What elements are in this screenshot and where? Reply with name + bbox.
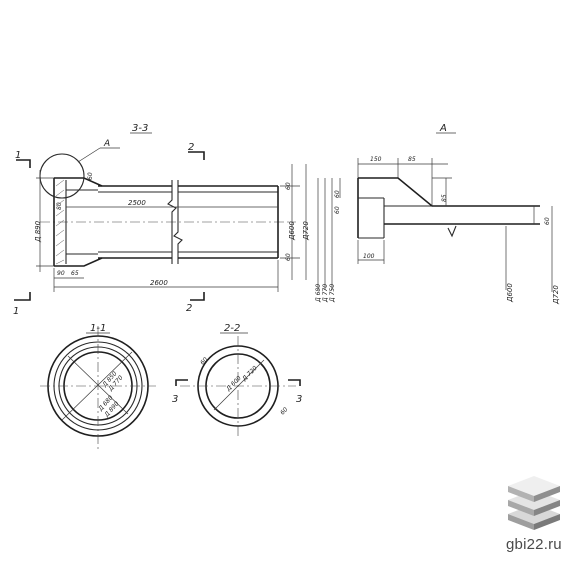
cut-2-top-marker [188, 151, 205, 160]
socket-bottom-outer [54, 257, 103, 267]
detail-dim-60-left-a: 60 [334, 190, 341, 198]
dim-stack-label-2: Д 770 [322, 284, 329, 303]
dim-stack-label-1: Д 680 [315, 284, 322, 303]
detail-dim-100: 100 [363, 253, 375, 260]
detail-dim-60-right: 60 [544, 217, 551, 225]
detail-dim-85-right: 85 [441, 194, 448, 202]
dim-600-label: Д600 [288, 221, 296, 241]
section-2-2-wall-bottom: 60 [279, 406, 289, 416]
section-2-2-title: 2-2 [224, 323, 240, 334]
detail-a-leader [77, 147, 101, 163]
cut-1-top-marker [16, 159, 31, 168]
cut-3-right-label: 3 [296, 394, 302, 405]
dim-socket-wall-label: 80 [56, 202, 63, 210]
break-line-left [167, 180, 177, 264]
cut-2-bottom-marker [190, 292, 205, 301]
section-3-3-title: 3-3 [132, 123, 148, 134]
stacked-slabs-icon [508, 476, 560, 530]
watermark-text[interactable]: gbi22.ru [506, 536, 562, 553]
cut-3-left-marker [175, 379, 188, 386]
cut-3-right-marker [288, 379, 301, 386]
socket-hatching [55, 179, 65, 265]
cut-2-bottom-label: 2 [186, 303, 192, 314]
dim-stack-label-3: Д 750 [329, 284, 336, 303]
cut-1-bottom-label: 1 [13, 306, 19, 317]
detail-dim-60-left-b: 60 [334, 206, 341, 214]
dim-wall-bottom-label: 60 [285, 253, 292, 261]
dim-flange-label: 60 [87, 172, 94, 180]
section-2-2-label-2: Д 720 [240, 365, 259, 384]
section-3-3-view: 3-3 1 1 2 2 [13, 123, 336, 317]
detail-dim-85-top: 85 [408, 156, 416, 163]
detail-a-view: А 150 85 85 60 60 60 100 Д6 [334, 123, 560, 305]
detail-dim-600: Д600 [506, 283, 514, 303]
dim-socket-90-label: 90 [57, 270, 65, 277]
section-2-2-wall-top: 60 [199, 356, 209, 366]
cut-1-top-label: 1 [15, 150, 21, 161]
section-2-2-view: 2-2 Д 600 Д 720 60 60 3 3 [172, 323, 302, 438]
detail-dim-720: Д720 [552, 285, 560, 305]
detail-profile-outer [358, 177, 540, 207]
dim-socket-65-label: 65 [71, 270, 79, 277]
cut-1-bottom-marker [14, 292, 31, 301]
detail-a-title: А [439, 123, 447, 134]
section-1-1-diam-leader-b [67, 355, 129, 415]
dim-2500-label: 2500 [128, 199, 146, 207]
cut-3-left-label: 3 [172, 394, 178, 405]
dim-890-label: Д 890 [34, 220, 42, 243]
detail-a-callout-label: A [103, 139, 110, 149]
detail-break-mark [447, 225, 457, 238]
dim-2600-label: 2600 [150, 279, 168, 287]
cut-2-top-label: 2 [188, 142, 194, 153]
detail-dim-150: 150 [370, 156, 382, 163]
section-2-2-diam-leader [213, 359, 265, 411]
dim-wall-top-label: 60 [285, 182, 292, 190]
dim-720-label: Д720 [302, 221, 310, 241]
section-1-1-view: 1-1 Д 850 Д 770 Д 680 Д 890 [40, 323, 156, 450]
break-line-right [173, 180, 183, 264]
section-1-1-diam-leader-a [61, 351, 133, 421]
